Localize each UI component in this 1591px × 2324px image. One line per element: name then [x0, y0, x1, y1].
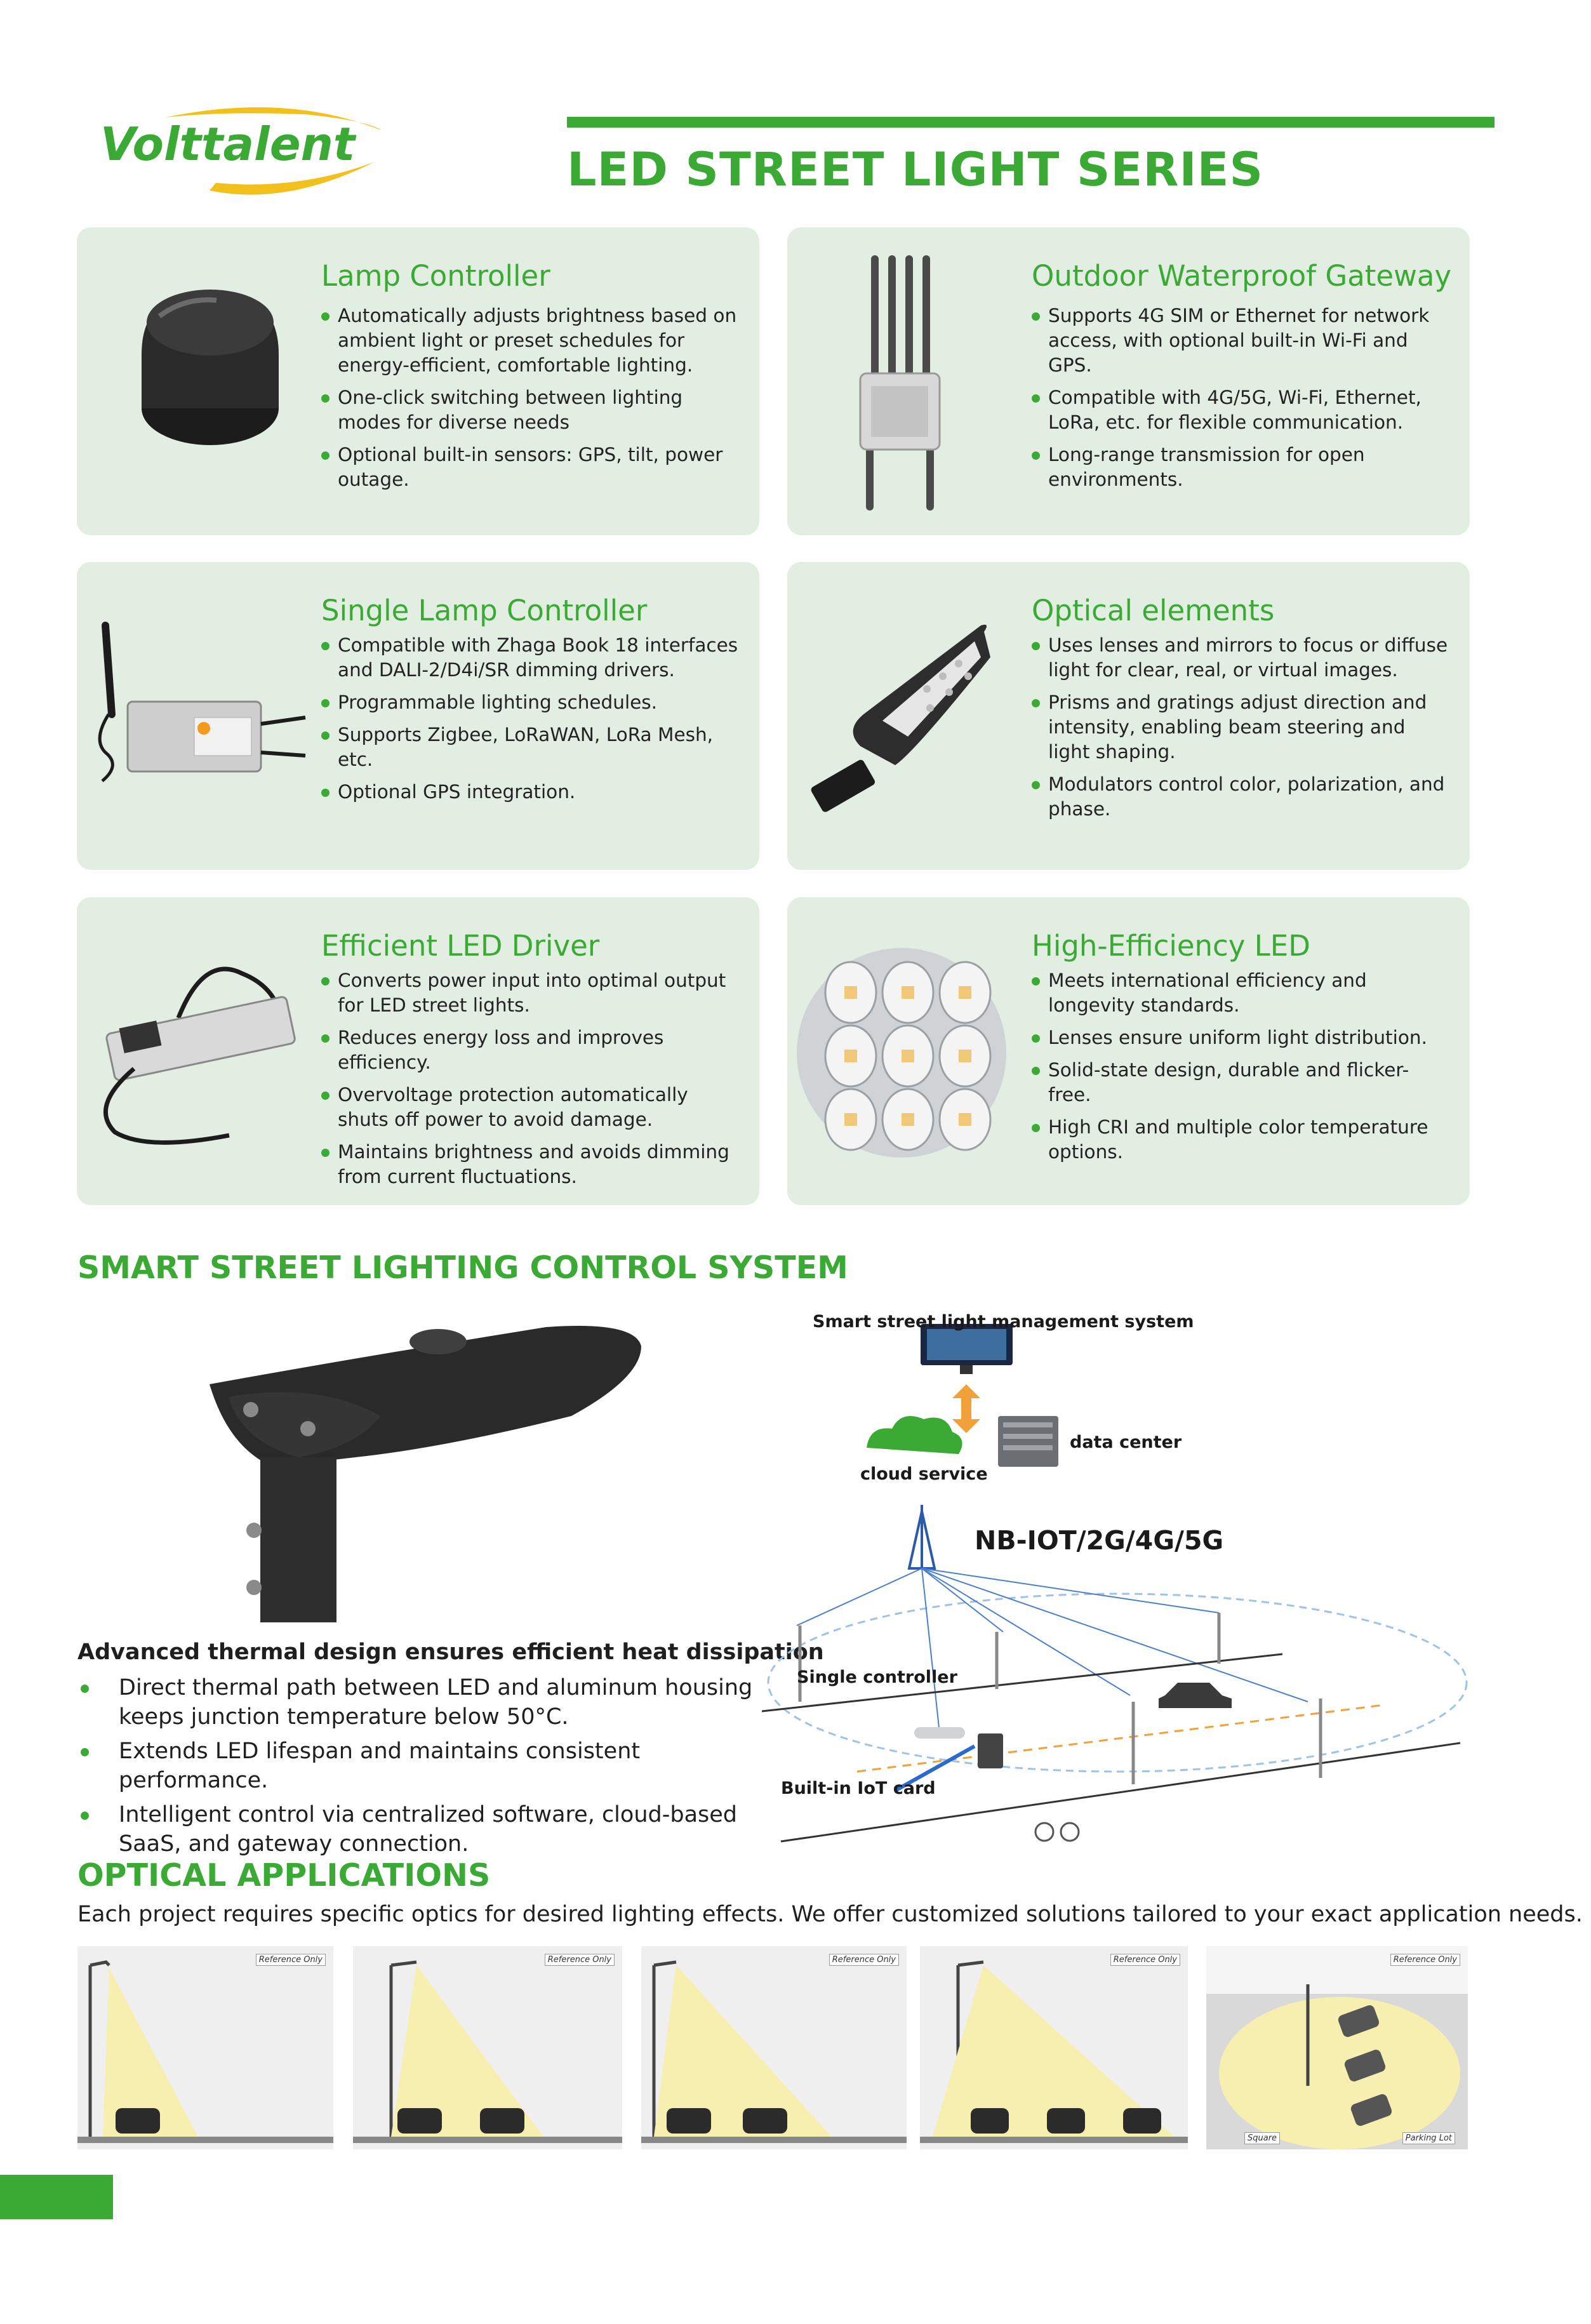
card-title: Optical elements	[1032, 594, 1275, 627]
page-title: LED STREET LIGHT SERIES	[567, 143, 1264, 197]
optical-application-5: Reference Only Square Parking Lot	[1206, 1946, 1468, 2149]
square-tag: Square	[1244, 2132, 1281, 2144]
reference-only-tag: Reference Only	[829, 1954, 899, 1966]
gateway-image	[859, 255, 941, 511]
car-icon	[1159, 1683, 1232, 1708]
section-title-control-system: SMART STREET LIGHTING CONTROL SYSTEM	[77, 1250, 848, 1286]
feature-item: Uses lenses and mirrors to focus or diff…	[1032, 633, 1451, 683]
thermal-heading: Advanced thermal design ensures efficien…	[77, 1639, 824, 1665]
card-title: High-Efficiency LED	[1032, 929, 1310, 963]
optical-application-2: Reference Only	[353, 1946, 622, 2149]
feature-item: Solid-state design, durable and flicker-…	[1032, 1058, 1451, 1107]
parking-lot-tag: Parking Lot	[1402, 2132, 1455, 2144]
thermal-feature-item: Extends LED lifespan and maintains consi…	[77, 1737, 763, 1795]
reference-only-tag: Reference Only	[255, 1954, 326, 1966]
iot-card-label: Built-in IoT card	[781, 1779, 936, 1798]
feature-list: Converts power input into optimal output…	[321, 968, 740, 1197]
feature-list: Uses lenses and mirrors to focus or diff…	[1032, 633, 1451, 829]
optical-application-4: Reference Only	[920, 1946, 1188, 2149]
feature-item: Automatically adjusts brightness based o…	[321, 304, 740, 378]
reference-only-tag: Reference Only	[1390, 1954, 1460, 1966]
led-module-image	[797, 948, 1006, 1158]
feature-list: Compatible with Zhaga Book 18 interfaces…	[321, 633, 740, 812]
controller-icon	[978, 1733, 1003, 1768]
feature-item: Modulators control color, polarization, …	[1032, 772, 1451, 822]
feature-item: Supports Zigbee, LoRaWAN, LoRa Mesh, etc…	[321, 723, 740, 772]
card-led-driver: Efficient LED Driver Converts power inpu…	[77, 897, 759, 1205]
feature-item: Optional GPS integration.	[321, 780, 740, 805]
feature-item: Prisms and gratings adjust direction and…	[1032, 690, 1451, 765]
card-title: Single Lamp Controller	[321, 594, 648, 627]
feature-item: Maintains brightness and avoids dimming …	[321, 1140, 740, 1189]
feature-item: Supports 4G SIM or Ethernet for network …	[1032, 304, 1451, 378]
feature-item: Lenses ensure uniform light distribution…	[1032, 1025, 1451, 1050]
feature-item: Optional built-in sensors: GPS, tilt, po…	[321, 443, 740, 492]
optical-description: Each project requires specific optics fo…	[77, 1902, 1583, 1927]
reference-only-tag: Reference Only	[544, 1954, 615, 1966]
footer-accent-bar	[0, 2175, 113, 2219]
feature-item: Long-range transmission for open environ…	[1032, 443, 1451, 492]
card-outdoor-gateway: Outdoor Waterproof Gateway Supports 4G S…	[787, 227, 1470, 535]
management-label: Smart street light management system	[813, 1312, 1194, 1332]
street-light-fixture-image	[210, 1326, 641, 1622]
network-label: NB-IOT/2G/4G/5G	[975, 1525, 1223, 1556]
sync-arrow-icon	[952, 1384, 980, 1433]
feature-item: One-click switching between lighting mod…	[321, 385, 740, 435]
thermal-feature-list: Direct thermal path between LED and alum…	[77, 1673, 763, 1864]
feature-list: Automatically adjusts brightness based o…	[321, 304, 740, 500]
data-center-label: data center	[1070, 1432, 1182, 1452]
card-high-efficiency-led: High-Efficiency LED Meets international …	[787, 897, 1470, 1205]
feature-list: Supports 4G SIM or Ethernet for network …	[1032, 304, 1451, 500]
reference-only-tag: Reference Only	[1110, 1954, 1180, 1966]
feature-item: Programmable lighting schedules.	[321, 690, 740, 715]
cloud-icon	[867, 1416, 962, 1454]
feature-item: Compatible with Zhaga Book 18 interfaces…	[321, 633, 740, 683]
card-title: Efficient LED Driver	[321, 929, 600, 963]
feature-item: Compatible with 4G/5G, Wi-Fi, Ethernet, …	[1032, 385, 1451, 435]
feature-item: Reduces energy loss and improves efficie…	[321, 1025, 740, 1075]
thermal-feature-item: Intelligent control via centralized soft…	[77, 1800, 763, 1859]
led-driver-image	[103, 966, 296, 1145]
feature-list: Meets international efficiency and longe…	[1032, 968, 1451, 1172]
brand-logo: Volttalent	[100, 107, 381, 195]
card-optical-elements: Optical elements Uses lenses and mirrors…	[787, 562, 1470, 870]
feature-item: Converts power input into optimal output…	[321, 968, 740, 1018]
card-single-lamp-controller: Single Lamp Controller Compatible with Z…	[77, 562, 759, 870]
thermal-feature-item: Direct thermal path between LED and alum…	[77, 1673, 763, 1732]
cloud-service-label: cloud service	[860, 1464, 988, 1484]
single-controller-label: Single controller	[797, 1667, 958, 1687]
optical-application-3: Reference Only	[641, 1946, 907, 2149]
feature-item: Overvoltage protection automatically shu…	[321, 1083, 740, 1132]
card-title: Outdoor Waterproof Gateway	[1032, 259, 1452, 293]
feature-item: High CRI and multiple color temperature …	[1032, 1115, 1451, 1165]
network-diagram: Smart street light management system dat…	[762, 1312, 1468, 1843]
single-lamp-controller-image	[98, 622, 306, 782]
lamp-controller-image	[142, 290, 279, 445]
optical-luminaire-image	[811, 624, 990, 812]
optical-application-1: Reference Only	[77, 1946, 333, 2149]
feature-item: Meets international efficiency and longe…	[1032, 968, 1451, 1018]
brand-wordmark: Volttalent	[100, 117, 357, 171]
card-title: Lamp Controller	[321, 259, 550, 293]
header-rule	[567, 117, 1494, 128]
server-icon	[998, 1416, 1058, 1467]
card-lamp-controller: Lamp Controller Automatically adjusts br…	[77, 227, 759, 535]
section-title-optical: OPTICAL APPLICATIONS	[77, 1857, 491, 1893]
